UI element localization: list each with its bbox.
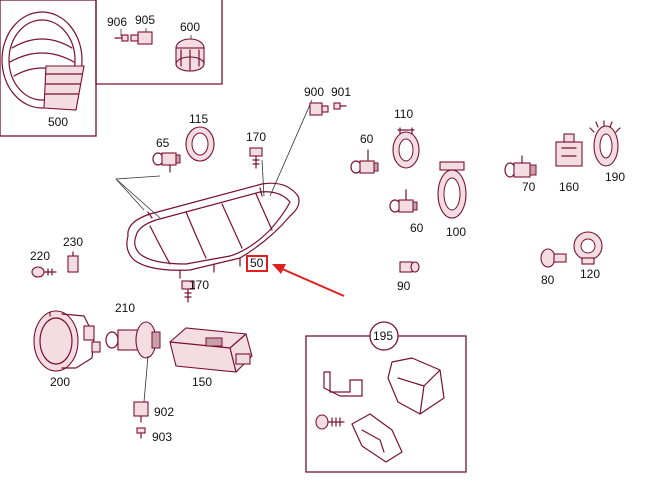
label-906: 906 bbox=[107, 15, 127, 29]
label-60-bottom: 60 bbox=[410, 221, 424, 235]
socket-120-icon bbox=[573, 231, 603, 265]
label-903: 903 bbox=[152, 430, 172, 444]
label-900: 900 bbox=[304, 85, 324, 99]
socket-160-icon bbox=[555, 133, 583, 167]
ring-115-icon bbox=[185, 126, 215, 162]
label-230: 230 bbox=[63, 235, 83, 249]
highlight-arrow bbox=[272, 264, 345, 297]
inset-frame-500: 500 bbox=[0, 0, 97, 137]
clip-230-icon bbox=[67, 251, 79, 273]
label-170-bottom: 170 bbox=[189, 278, 209, 292]
label-150: 150 bbox=[192, 375, 212, 389]
bulb-65-icon bbox=[152, 152, 181, 173]
pin-903-icon bbox=[136, 427, 146, 439]
label-160: 160 bbox=[559, 180, 579, 194]
label-80: 80 bbox=[541, 273, 555, 287]
plug-905-icon bbox=[130, 31, 153, 45]
label-200: 200 bbox=[50, 375, 70, 389]
bulb-60-top-icon bbox=[350, 149, 379, 174]
pin-906-icon bbox=[114, 34, 129, 42]
bulb-60-bottom-icon bbox=[389, 189, 418, 213]
screw-170-top-icon bbox=[249, 147, 263, 169]
screw-195-icon bbox=[315, 414, 345, 430]
pin-901-icon bbox=[333, 102, 347, 110]
screw-170-bottom-icon bbox=[181, 280, 195, 303]
bulb-210-icon bbox=[105, 321, 161, 359]
bulb-80-icon bbox=[540, 248, 567, 268]
fog-lamp-200-icon bbox=[33, 310, 101, 372]
label-70: 70 bbox=[522, 180, 536, 194]
label-115: 115 bbox=[189, 112, 208, 126]
connector-900-icon bbox=[309, 102, 329, 116]
label-190: 190 bbox=[605, 170, 625, 184]
label-901: 901 bbox=[331, 85, 351, 99]
connector-902-icon bbox=[133, 401, 149, 423]
holder-100-icon bbox=[437, 161, 467, 219]
bulb-90-icon bbox=[399, 261, 420, 273]
label-120: 120 bbox=[580, 267, 600, 281]
label-100: 100 bbox=[446, 225, 466, 239]
inset-frame-195: 195 bbox=[305, 321, 467, 473]
headlamp-housing-50 bbox=[126, 182, 300, 279]
label-210: 210 bbox=[115, 301, 135, 315]
holder-110-icon bbox=[392, 127, 420, 169]
label-60-top: 60 bbox=[360, 132, 374, 146]
label-600: 600 bbox=[180, 20, 200, 34]
screw-220-icon bbox=[31, 266, 57, 278]
label-90: 90 bbox=[397, 279, 411, 293]
label-500: 500 bbox=[48, 115, 68, 129]
label-220: 220 bbox=[30, 249, 50, 263]
label-65: 65 bbox=[156, 136, 170, 150]
gear-190-icon bbox=[589, 120, 621, 167]
highlight-box-50 bbox=[246, 255, 268, 272]
ballast-150-icon bbox=[169, 327, 253, 373]
cap-600-icon bbox=[175, 38, 205, 72]
inset-frame-600: 906 905 600 bbox=[95, 0, 223, 85]
label-905: 905 bbox=[135, 13, 155, 27]
bulb-70-icon bbox=[504, 155, 537, 178]
label-50: 50 bbox=[250, 256, 264, 270]
label-902: 902 bbox=[154, 405, 174, 419]
label-110: 110 bbox=[394, 107, 413, 121]
label-195: 195 bbox=[373, 329, 393, 343]
label-170-top: 170 bbox=[246, 130, 266, 144]
